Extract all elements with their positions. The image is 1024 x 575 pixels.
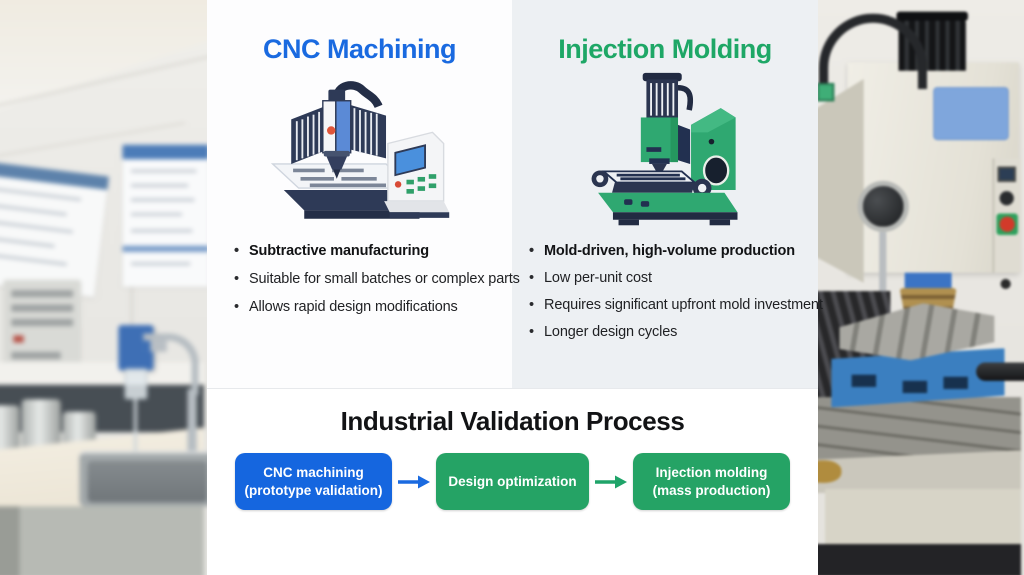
step-label-line1: CNC machining [263,464,364,480]
molding-bullet: Low per-unit cost [529,270,818,286]
mill-emergency-stop-button [999,216,1015,232]
mill-floor [818,544,1021,575]
mill-blue-label [933,87,1009,141]
mill-motor-cap [896,11,968,21]
mill-spindle-mount [904,272,952,291]
mill-brass-handle [818,460,842,483]
comparison-panel: CNC Machining [207,0,823,575]
lab-wall-corner [130,203,133,374]
mill-panel-knob [999,191,1014,206]
step-label-line1: Design optimization [448,473,577,489]
lab-stirrer-rod [133,397,137,459]
mill-vise-handle [976,362,1024,381]
instrument-display-row [11,304,74,312]
mill-base [825,488,1021,549]
instrument-display-row [11,318,74,327]
poster-text-line [130,229,193,233]
poster-text-line [130,198,195,202]
flow-arrow-icon [594,474,628,490]
cnc-bullet-list: Subtractive manufacturing Suitable for s… [207,243,520,315]
lab-sink-basin [87,461,207,503]
cnc-bullet: Suitable for small batches or complex pa… [234,271,520,287]
process-title: Industrial Validation Process [340,406,685,436]
injection-molding-card: Injection Molding [512,0,823,389]
cnc-card: CNC Machining [207,0,520,389]
mill-vise-slot [943,376,968,389]
step-design-optimization: Design optimization [436,453,589,510]
instrument-button [13,335,24,343]
poster-header-bar [122,144,207,160]
milling-machine-photo-background [818,0,1024,575]
lab-poster-left [0,161,109,298]
molding-bullet: Mold-driven, high-volume production [529,243,818,259]
instrument-display-row [11,351,61,360]
cnc-bullet: Allows rapid design modifications [234,299,512,315]
poster-text-line [0,219,74,234]
process-flow: CNC machining (prototype validation) Des… [207,453,818,510]
molding-bullet: Longer design cycles [529,324,818,340]
mill-panel-display [997,166,1016,182]
poster-text-line [0,235,55,248]
lab-cabinet-side [0,506,20,575]
mill-head-bevel [818,78,864,283]
lab-poster-right [122,144,207,287]
poster-text-line [130,183,189,188]
mill-handwheel-knob [857,180,909,232]
poster-blue-strip [122,245,207,252]
step-label-line2: (mass production) [652,482,771,498]
mill-vise-slot [902,380,928,394]
injection-molding-machine-icon [512,71,818,229]
mill-bolt [1000,278,1011,290]
mill-handwheel-stem [879,231,887,326]
injection-molding-card-title: Injection Molding [558,34,772,64]
injection-molding-bullet-list: Mold-driven, high-volume production Low … [512,243,823,340]
lab-faucet [143,333,199,396]
step-cnc-machining: CNC machining (prototype validation) [235,453,392,510]
poster-text-line [130,169,197,173]
validation-process-section: Industrial Validation Process CNC machin… [207,406,818,510]
step-injection-molding: Injection molding (mass production) [633,453,790,510]
poster-text-line [0,203,68,217]
poster-text-line [0,186,82,202]
cnc-bullet: Subtractive manufacturing [234,243,512,259]
instrument-display-row [11,290,74,298]
lab-cabinet [0,506,204,575]
comparison-cards: CNC Machining [207,0,823,389]
cnc-machine-icon [207,71,512,229]
flow-arrow-icon [397,474,431,490]
cnc-card-title: CNC Machining [263,34,457,64]
step-label-line2: (prototype validation) [244,482,383,498]
lab-faucet-stem [187,388,197,453]
molding-bullet: Requires significant upfront mold invest… [529,297,823,313]
mill-cable-conduit [819,13,928,90]
mill-cable-connector [818,82,835,102]
mill-tslot-table [818,397,1021,461]
lab-photo-background [0,0,207,575]
mill-vise-slot [851,374,877,387]
milling-photo-blur-layer [818,0,1024,575]
poster-text-line [0,252,68,266]
poster-text-line [130,262,191,266]
poster-text-line [130,212,183,216]
lab-photo-blur-layer [0,0,207,575]
step-label-line1: Injection molding [655,464,768,480]
